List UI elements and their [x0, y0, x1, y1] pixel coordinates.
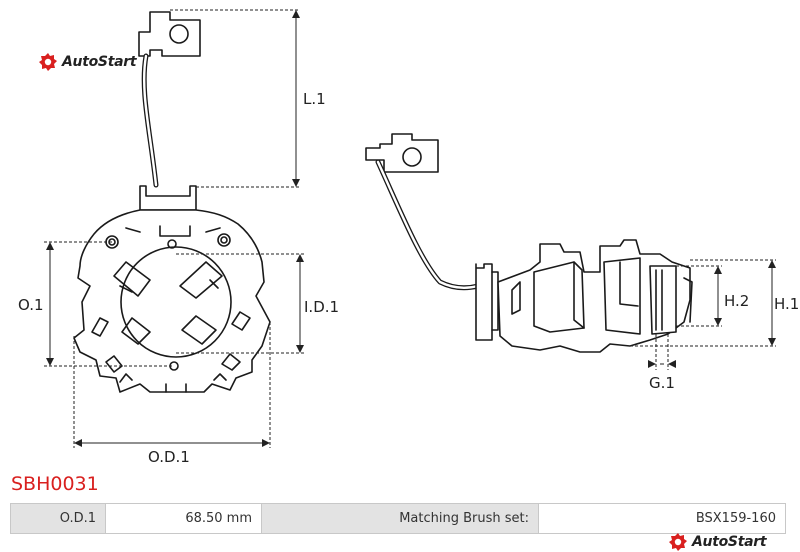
- dim-label-o1: O.1: [18, 296, 44, 314]
- table-row: O.D.1 68.50 mm Matching Brush set: BSX15…: [10, 503, 786, 534]
- dim-label-h1: H.1: [774, 295, 799, 313]
- dim-label-l1: L.1: [303, 90, 326, 108]
- brush-value-cell: BSX159-160: [538, 503, 786, 534]
- brand-name: AutoStart: [62, 54, 137, 70]
- gear-icon: [669, 533, 687, 551]
- brush-label-cell: Matching Brush set:: [261, 503, 539, 534]
- brand-name-footer: AutoStart: [692, 534, 767, 550]
- brand-logo: AutoStart: [38, 52, 137, 72]
- part-number: SBH0031: [11, 473, 99, 495]
- dim-label-h2: H.2: [724, 292, 749, 310]
- side-view: [365, 133, 693, 353]
- spec-table: O.D.1 68.50 mm Matching Brush set: BSX15…: [10, 503, 786, 534]
- od-value-cell: 68.50 mm: [105, 503, 262, 534]
- od-label-cell: O.D.1: [10, 503, 106, 534]
- dim-label-g1: G.1: [649, 374, 675, 392]
- brand-logo-footer: AutoStart: [668, 532, 767, 552]
- technical-drawing: L.1 O.1 I.D.1 O.D.1 H.1 H.2 G.1: [18, 9, 799, 466]
- gear-icon: [39, 53, 57, 71]
- dim-label-od1: O.D.1: [148, 448, 190, 466]
- dim-label-id1: I.D.1: [304, 298, 339, 316]
- front-view: [73, 11, 271, 393]
